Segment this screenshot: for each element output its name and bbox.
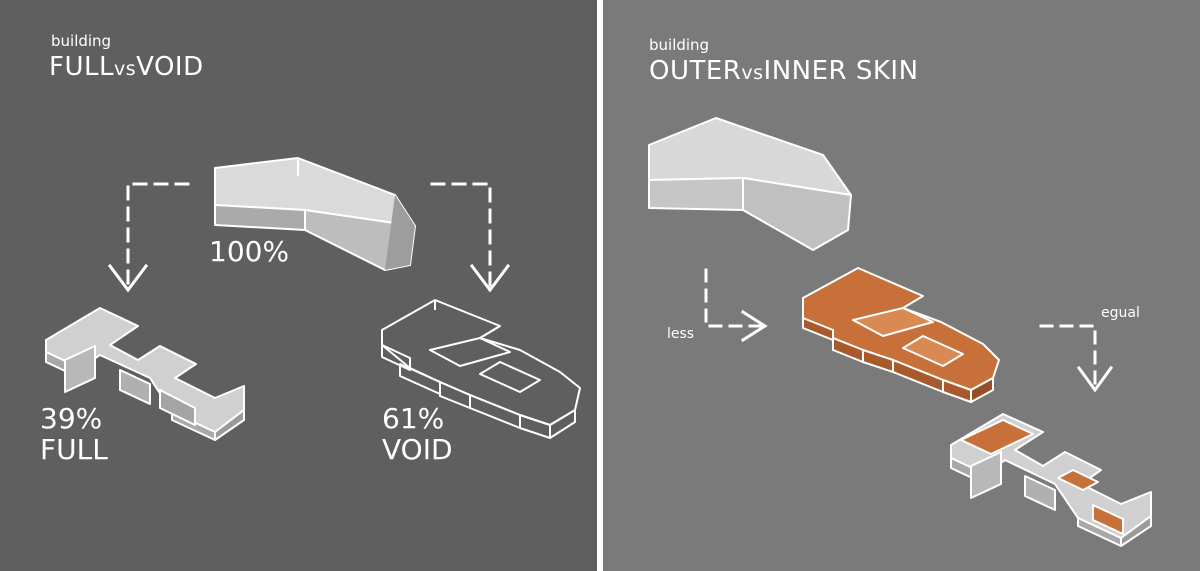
outer-vs-inner-artwork	[603, 0, 1200, 571]
dashed-arrow-equal	[1039, 324, 1114, 393]
left-subtitle: building	[51, 32, 112, 50]
left-title-vs: vs	[113, 58, 137, 80]
right-title-vs: vs	[741, 62, 764, 84]
right-title-part1: OUTER	[649, 56, 742, 86]
right-title: OUTERvsINNER SKIN	[649, 58, 919, 84]
void-percent-label: 61%	[382, 402, 445, 435]
dashed-arrow-to-void	[430, 182, 511, 293]
dashed-arrow-to-full	[107, 182, 190, 293]
building-void-mass	[381, 299, 581, 439]
left-panel-background	[0, 0, 597, 571]
left-title: FULLvsVOID	[49, 54, 204, 80]
outer-vs-inner-skin-panel: building OUTERvsINNER SKIN less egual	[603, 0, 1200, 571]
full-vs-void-panel: building FULLvsVOID 100% 39% FULL 61% VO…	[0, 0, 597, 571]
full-label: FULL	[40, 433, 108, 466]
left-title-part2: VOID	[136, 52, 204, 82]
right-title-part2: INNER SKIN	[763, 56, 919, 86]
equal-label: egual	[1101, 305, 1140, 321]
building-full-mass	[45, 307, 245, 441]
dashed-arrow-less	[704, 268, 768, 343]
full-percent-label: 39%	[40, 402, 103, 435]
building-combined-mass	[950, 413, 1152, 547]
right-panel-background	[603, 0, 1200, 571]
building-inner-skin	[802, 267, 1000, 403]
building-mass-total	[214, 157, 416, 271]
less-label: less	[667, 326, 695, 342]
left-title-part1: FULL	[49, 52, 114, 82]
building-outer-mass	[648, 117, 852, 251]
total-percent-label: 100%	[209, 235, 290, 268]
full-vs-void-artwork	[0, 0, 597, 571]
void-label: VOID	[382, 433, 453, 466]
right-subtitle: building	[649, 36, 710, 54]
